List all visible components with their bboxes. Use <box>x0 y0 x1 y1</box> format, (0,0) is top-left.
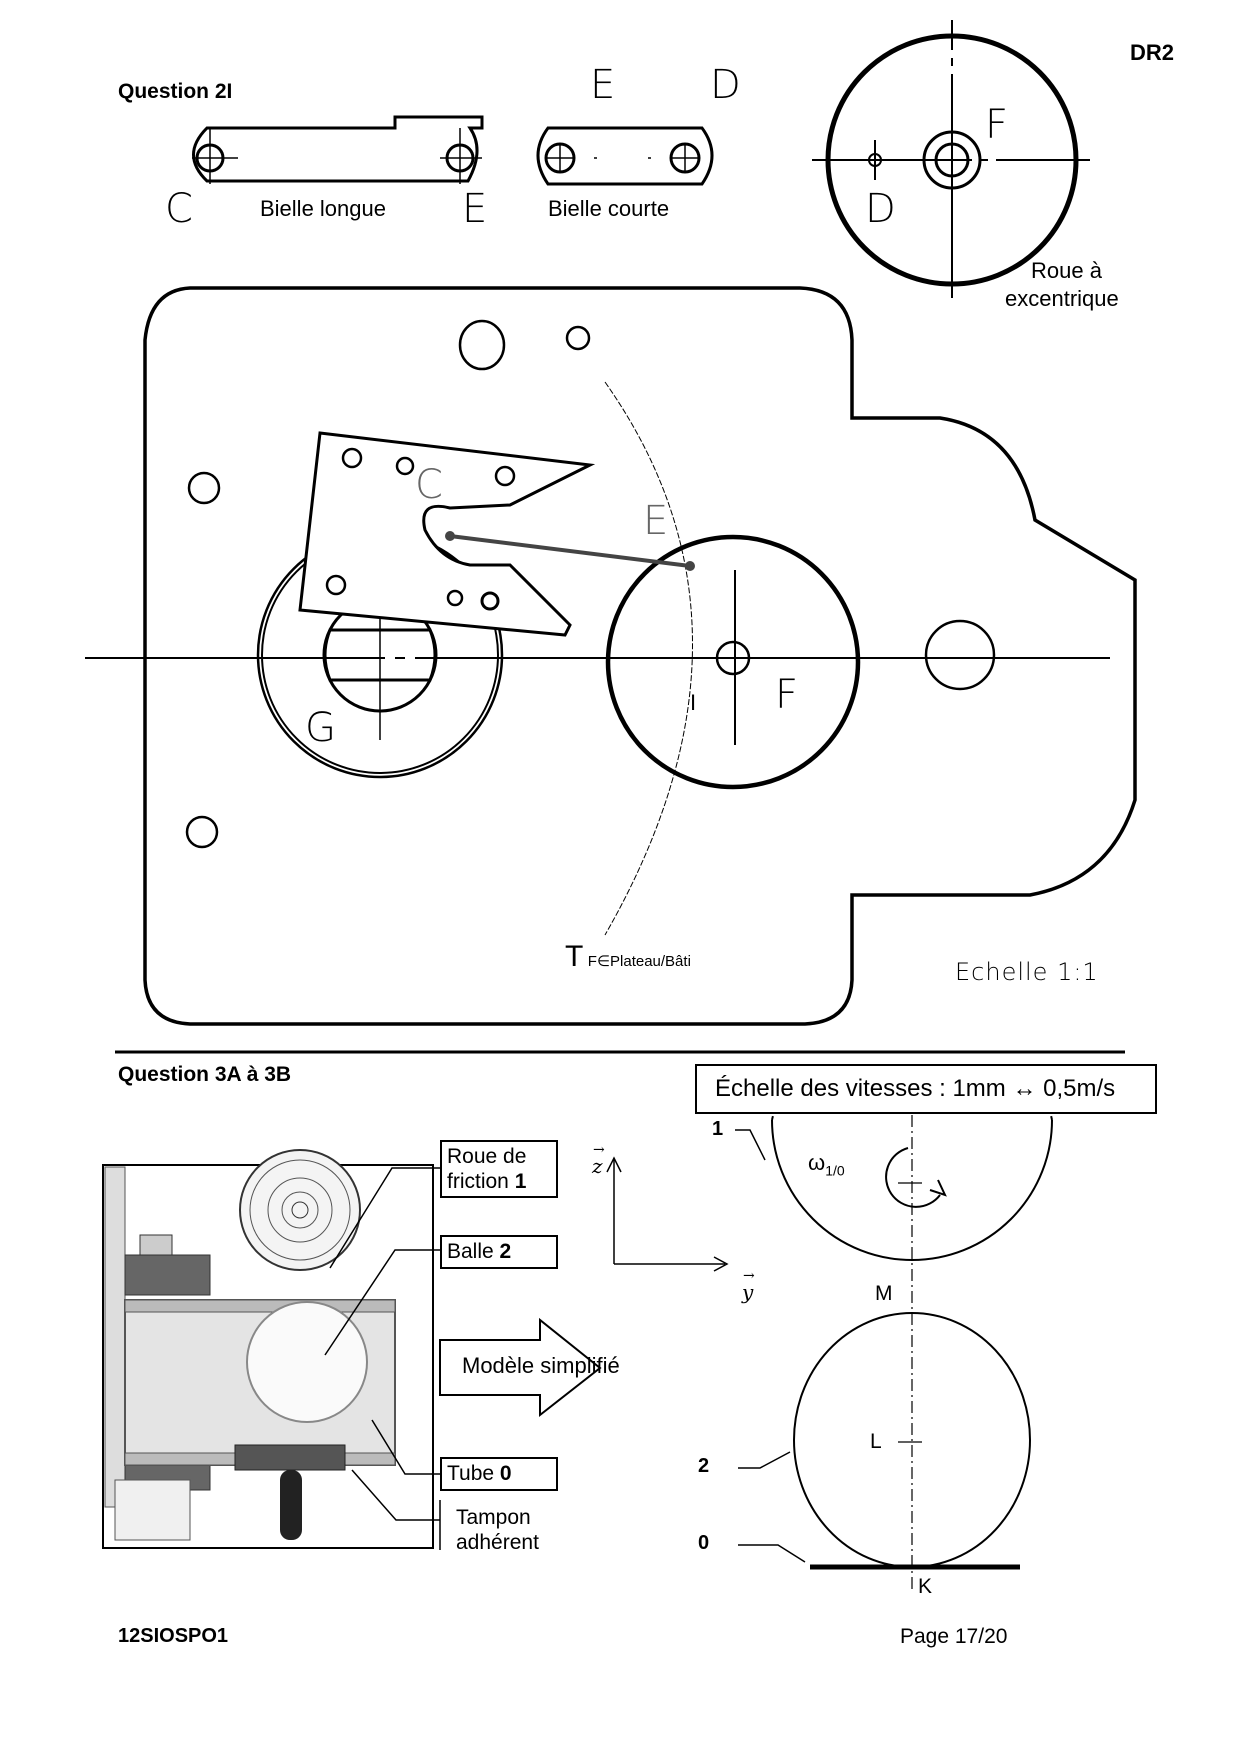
plate-point-i: I <box>690 690 697 715</box>
callout-roue-line1: Roue de <box>447 1145 527 1168</box>
trajectory-label: T F∈Plateau/Bâti <box>565 940 691 974</box>
solid-2-label: 2 <box>698 1455 710 1477</box>
point-e-label-courte: E <box>590 62 616 108</box>
point-k-label: K <box>918 1575 933 1598</box>
callout-roue-line2: friction <box>447 1170 515 1193</box>
mechanism-cutaway-image <box>102 1149 434 1549</box>
callout-roue-friction: Roue de friction 1 <box>440 1140 558 1198</box>
callout-tampon-line2: adhérent <box>456 1531 539 1554</box>
drawing-scale: Echelle 1:1 <box>955 958 1099 986</box>
solid-0-label: 0 <box>698 1532 710 1554</box>
bielle-courte-drawing <box>536 126 714 186</box>
roue-label-line2: excentrique <box>1005 286 1119 311</box>
callout-balle-text: Balle <box>447 1240 500 1263</box>
point-f-label-roue: F <box>985 102 1009 148</box>
axis-y-vector-arrow: → <box>743 1268 755 1284</box>
velocity-scale-box: Échelle des vitesses : 1mm ↔ 0,5m/s <box>695 1064 1157 1114</box>
question-3-title: Question 3A à 3B <box>118 1063 292 1086</box>
velocity-scale-text: Échelle des vitesses : 1mm ↔ 0,5m/s <box>715 1075 1116 1102</box>
plate-point-e: E <box>643 498 669 544</box>
callout-balle: Balle 2 <box>440 1235 558 1269</box>
footer-page-number: Page 17/20 <box>900 1625 1008 1648</box>
model-arrow-shape <box>439 1317 602 1418</box>
point-l-label: L <box>870 1430 882 1453</box>
solid-1-label: 1 <box>712 1118 724 1140</box>
point-m-label: M <box>875 1282 893 1305</box>
axis-y-label: y → <box>742 1268 755 1304</box>
point-d-label-courte: D <box>710 62 741 108</box>
footer-exam-code: 12SIOSPO1 <box>118 1625 229 1647</box>
point-d-label-roue: D <box>865 186 896 232</box>
trajectory-symbol: T <box>565 940 584 973</box>
plateau-drawing <box>85 286 1137 1026</box>
bielle-courte-label: Bielle courte <box>548 196 670 221</box>
axis-z-vector-arrow: → <box>593 1142 605 1158</box>
trajectory-subscript: F∈Plateau/Bâti <box>587 953 691 970</box>
omega-subscript: 1/0 <box>825 1162 845 1179</box>
callout-roue-number: 1 <box>514 1170 527 1193</box>
callout-tampon-line1: Tampon <box>456 1506 531 1529</box>
omega-label: ω1/0 <box>808 1150 845 1178</box>
callout-tube-number: 0 <box>499 1462 512 1485</box>
simplified-model-drawing <box>735 1084 1053 1590</box>
plate-point-f: F <box>775 672 799 718</box>
roue-excentrique-drawing <box>812 20 1090 298</box>
axes-drawing <box>606 1156 729 1272</box>
plate-point-c: C <box>415 462 443 508</box>
plate-point-g: G <box>305 705 336 751</box>
omega-symbol: ω <box>808 1150 826 1175</box>
question-2-title: Question 2I <box>118 80 233 103</box>
roue-label-line1: Roue à <box>1031 258 1102 283</box>
bielle-longue-drawing <box>192 115 484 184</box>
callout-tube-text: Tube <box>447 1462 500 1485</box>
model-arrow-label: Modèle simplifié <box>462 1353 620 1378</box>
callout-tampon: Tampon adhérent <box>456 1505 539 1555</box>
point-e-label-longue: E <box>462 186 488 232</box>
point-c-label: C <box>165 186 193 232</box>
document-reference: DR2 <box>1130 40 1175 65</box>
axis-z-label: z → <box>592 1142 605 1178</box>
callout-tube: Tube 0 <box>440 1457 558 1491</box>
callout-leaders <box>324 1167 441 1550</box>
callout-balle-number: 2 <box>499 1240 512 1263</box>
bielle-longue-label: Bielle longue <box>260 196 386 221</box>
axis-z-text: z <box>592 1154 603 1178</box>
axis-y-text: y <box>742 1280 754 1304</box>
